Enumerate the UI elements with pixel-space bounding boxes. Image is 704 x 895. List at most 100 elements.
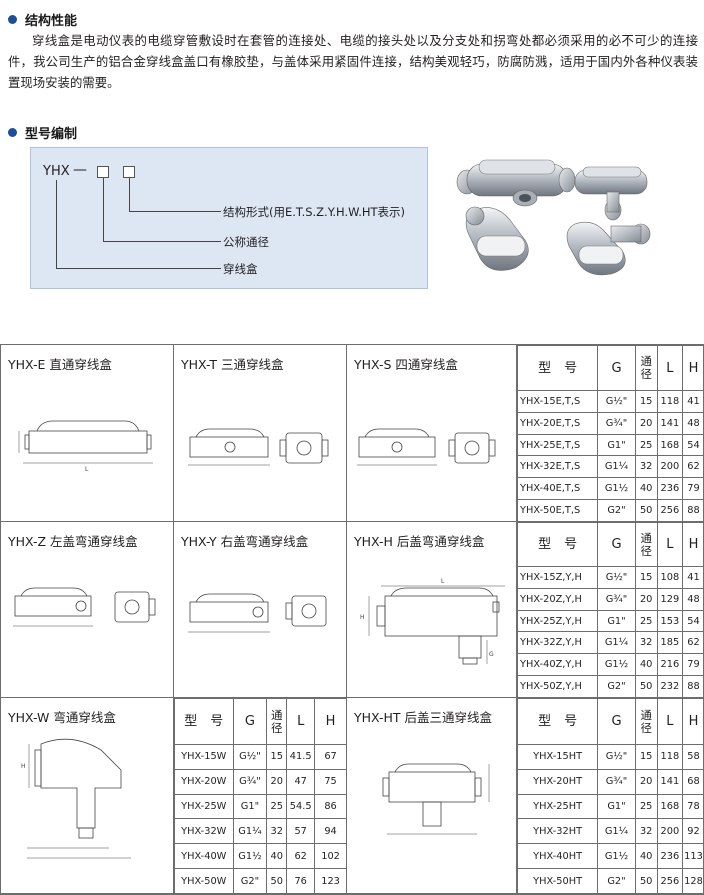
cell-title: YHX-T 三通穿线盒 <box>181 357 284 372</box>
drawing-elbow: H <box>21 738 131 859</box>
cell-bore: 50 <box>634 868 658 894</box>
cell-g: G½" <box>597 744 636 770</box>
cell-l: 141 <box>656 411 683 435</box>
cell-h: 79 <box>681 653 704 677</box>
header-h: H <box>681 345 704 391</box>
cell-h: 54 <box>681 609 704 633</box>
cell-l: 236 <box>656 843 683 870</box>
cell-model: YHX-40Z,Y,H <box>516 653 599 677</box>
cell-g: G2" <box>232 868 268 894</box>
cell-g: G1¼ <box>597 631 636 655</box>
header-g: G <box>597 698 636 745</box>
cell-g: G1" <box>597 793 636 820</box>
cell-bore: 15 <box>634 566 658 589</box>
cell-model: YHX-50HT <box>516 868 599 894</box>
cell-h: 94 <box>314 818 347 845</box>
cell-l: 108 <box>656 566 683 589</box>
photo-box-2 <box>574 166 648 221</box>
cell-h: 62 <box>681 631 704 655</box>
leader-line <box>56 180 57 268</box>
leader-line <box>56 268 221 269</box>
drawing-back-elbow: L H G <box>360 578 505 665</box>
cell-h: 41 <box>681 566 704 589</box>
cell-bore: 20 <box>634 768 658 795</box>
cell-h: 67 <box>314 744 347 770</box>
cell-model: YHX-50E,T,S <box>516 499 599 522</box>
product-photo <box>456 159 651 276</box>
label-nominal-diameter: 公称通径 <box>223 235 269 249</box>
photo-box-1 <box>456 159 576 207</box>
cell-l: 57 <box>286 818 316 845</box>
cell-model: YHX-25W <box>174 793 234 820</box>
cell-bore: 20 <box>634 411 658 435</box>
cell-l: 76 <box>286 868 316 894</box>
cell-bore: 40 <box>634 653 658 677</box>
cell-model: YHX-25Z,Y,H <box>516 609 599 633</box>
description-paragraph: 穿线盒是电动仪表的电缆穿管敷设时在套管的连接处、电缆的接头处以及分支处和拐弯处都… <box>8 33 698 90</box>
cell-g: G¾" <box>597 587 636 611</box>
label-structure-form: 结构形式(用E.T.S.Z.Y.H.W.HT表示) <box>223 205 406 219</box>
drawing-straight: L <box>18 420 153 473</box>
cell-bore: 25 <box>634 433 658 457</box>
cell-bore: 32 <box>634 455 658 479</box>
cell-g: G¾" <box>232 768 268 795</box>
section-heading-model: 型号编制 <box>8 123 77 142</box>
cell-model: YHX-15HT <box>516 744 599 770</box>
cell-l: 200 <box>656 818 683 845</box>
cell-yhx-e: YHX-E 直通穿线盒 L <box>1 345 174 522</box>
dim-label-l: L <box>441 578 445 585</box>
cell-model: YHX-32E,T,S <box>516 455 599 479</box>
cell-g: G½" <box>232 744 268 770</box>
header-g: G <box>597 345 636 391</box>
cell-model: YHX-32Z,Y,H <box>516 631 599 655</box>
cell-l: 54.5 <box>286 793 316 820</box>
cell-model: YHX-15W <box>174 744 234 770</box>
cell-model: YHX-20W <box>174 768 234 795</box>
cell-bore: 40 <box>266 843 288 870</box>
cell-title: YHX-S 四通穿线盒 <box>354 357 458 372</box>
cell-h: 86 <box>314 793 347 820</box>
cell-g: G2" <box>597 675 636 698</box>
cell-bore: 40 <box>634 843 658 870</box>
cell-bore: 40 <box>634 477 658 501</box>
cell-model: YHX-50W <box>174 868 234 894</box>
header-h: H <box>681 698 704 745</box>
cell-h: 75 <box>314 768 347 795</box>
header-model: 型 号 <box>516 522 599 567</box>
cell-g: G1¼ <box>597 455 636 479</box>
model-code-diagram: YHX — 结构形式(用E.T.S.Z.Y.H.W.HT表示) 公称通径 穿线盒 <box>30 147 428 289</box>
cell-yhx-w: YHX-W 弯通穿线盒 H <box>1 698 174 894</box>
section-heading-structure: 结构性能 <box>8 10 77 29</box>
cell-h: 102 <box>314 843 347 870</box>
cell-h: 88 <box>681 499 704 522</box>
cell-l: 118 <box>656 744 683 770</box>
header-model: 型 号 <box>516 698 599 745</box>
cell-yhx-s: YHX-S 四通穿线盒 <box>347 345 517 522</box>
drawing-right-elbow <box>188 593 327 633</box>
cell-h: 79 <box>681 477 704 501</box>
cell-bore: 25 <box>634 793 658 820</box>
cell-h: 78 <box>681 793 704 820</box>
dim-label-g: G <box>489 651 494 658</box>
cell-h: 113 <box>681 843 704 870</box>
cell-l: 168 <box>656 793 683 820</box>
dim-label-h: H <box>360 614 365 621</box>
cell-h: 54 <box>681 433 704 457</box>
cell-g: G2" <box>597 499 636 522</box>
cell-yhx-y: YHX-Y 右盖弯通穿线盒 <box>174 522 347 698</box>
cell-yhx-z: YHX-Z 左盖弯通穿线盒 <box>1 522 174 698</box>
code-box-diameter <box>97 166 109 178</box>
